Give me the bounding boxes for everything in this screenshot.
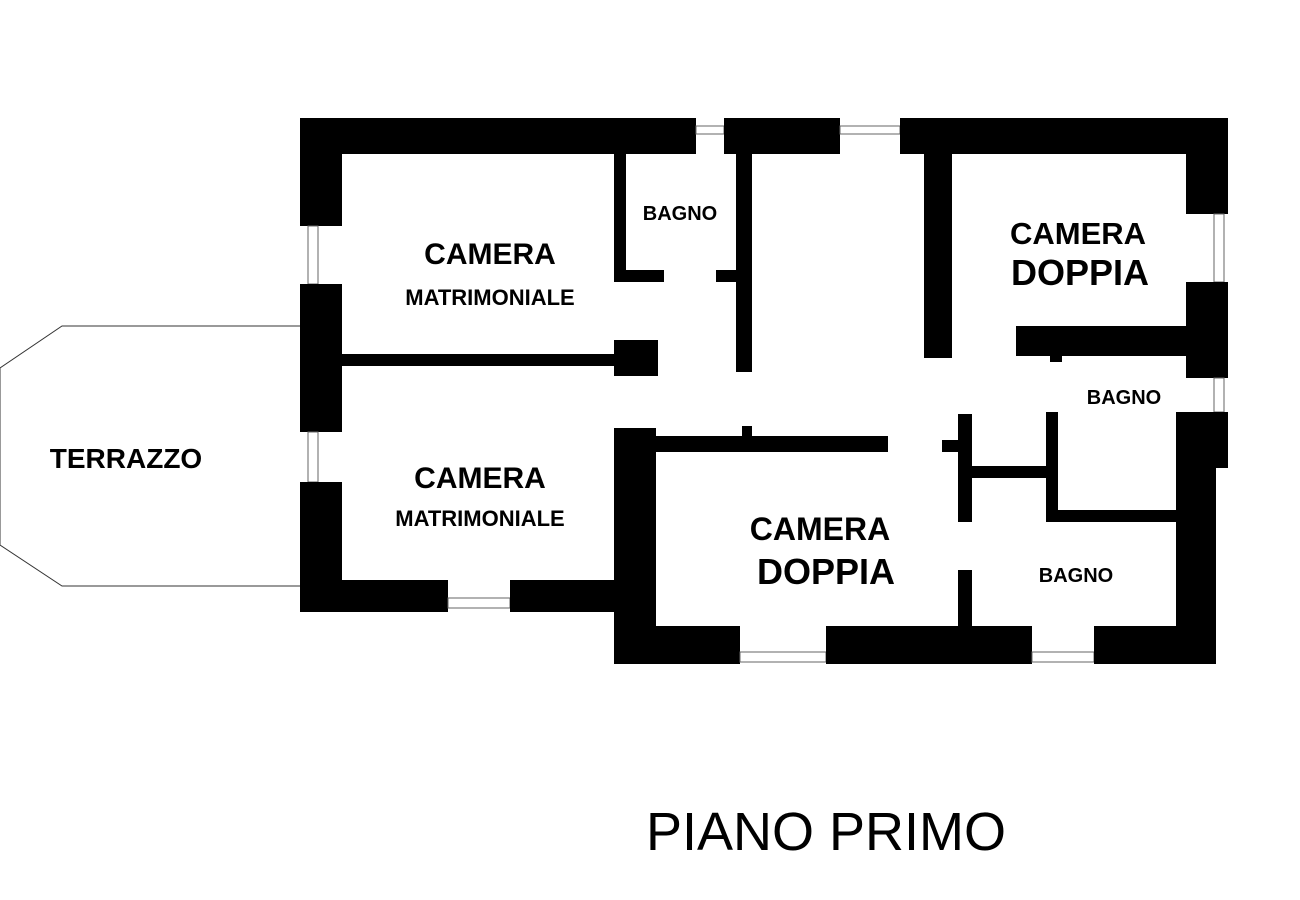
wall-top-mid — [724, 118, 840, 154]
label-camera-matrimoniale-bottom-2: MATRIMONIALE — [395, 506, 564, 531]
window-top-1 — [695, 125, 725, 135]
window-right-1 — [1213, 213, 1225, 283]
wall-step — [614, 428, 656, 664]
wall-bottom-mid-2 — [826, 626, 1032, 664]
wall-bagno-right-bottom — [1046, 510, 1178, 522]
label-camera-doppia-top-2: DOPPIA — [1011, 252, 1149, 293]
wall-bagno-right — [736, 150, 752, 372]
wall-hall-horizontal — [614, 436, 888, 452]
wall-doppia-stub — [1050, 354, 1062, 362]
label-terrazzo: TERRAZZO — [50, 443, 202, 474]
wall-bagno-left — [614, 150, 626, 282]
label-camera-doppia-top-1: CAMERA — [1010, 216, 1146, 251]
wall-bagno-right-vertical — [1046, 412, 1058, 520]
window-right-2 — [1213, 377, 1225, 413]
window-bottom-2 — [739, 651, 827, 663]
label-bagno-bottom: BAGNO — [1039, 565, 1113, 587]
label-camera-matrimoniale-top-2: MATRIMONIALE — [405, 285, 574, 310]
wall-hall-stub — [742, 426, 752, 438]
wall-corridor-horizontal — [970, 466, 1050, 478]
window-bottom-3 — [1031, 651, 1095, 663]
wall-bagno-bottom-divider — [958, 570, 972, 630]
page-title: PIANO PRIMO — [646, 802, 1006, 862]
window-bottom-1 — [447, 597, 511, 609]
wall-bagno-bottom-left — [614, 270, 664, 282]
label-camera-matrimoniale-top-1: CAMERA — [424, 238, 556, 271]
wall-left-2 — [300, 284, 342, 432]
wall-mid-block — [614, 340, 658, 376]
window-top-2 — [839, 125, 901, 135]
wall-bottom-mid-1 — [614, 626, 740, 664]
wall-top-right — [900, 118, 1228, 154]
label-camera-matrimoniale-bottom-1: CAMERA — [414, 462, 546, 495]
label-bagno-right: BAGNO — [1087, 387, 1161, 409]
label-bagno-top: BAGNO — [643, 203, 717, 225]
wall-doppia-bottom — [1016, 326, 1188, 356]
wall-right-1 — [1186, 118, 1228, 214]
wall-mid-horizontal — [342, 354, 616, 366]
terrace-outline — [0, 325, 302, 587]
window-left-1 — [307, 225, 319, 285]
wall-top-left — [300, 118, 696, 154]
wall-bottom-left-1 — [300, 580, 448, 612]
label-camera-doppia-bottom-1: CAMERA — [750, 511, 890, 547]
window-left-2 — [307, 431, 319, 483]
wall-right-2 — [1186, 282, 1228, 378]
label-camera-doppia-bottom-2: DOPPIA — [757, 551, 895, 592]
wall-corridor-vertical — [958, 414, 972, 522]
wall-right-3 — [1176, 412, 1228, 468]
wall-right-4 — [1176, 468, 1216, 664]
wall-corridor-stub — [942, 440, 960, 452]
wall-left-1 — [300, 118, 342, 226]
wall-doppia-left — [924, 150, 952, 358]
